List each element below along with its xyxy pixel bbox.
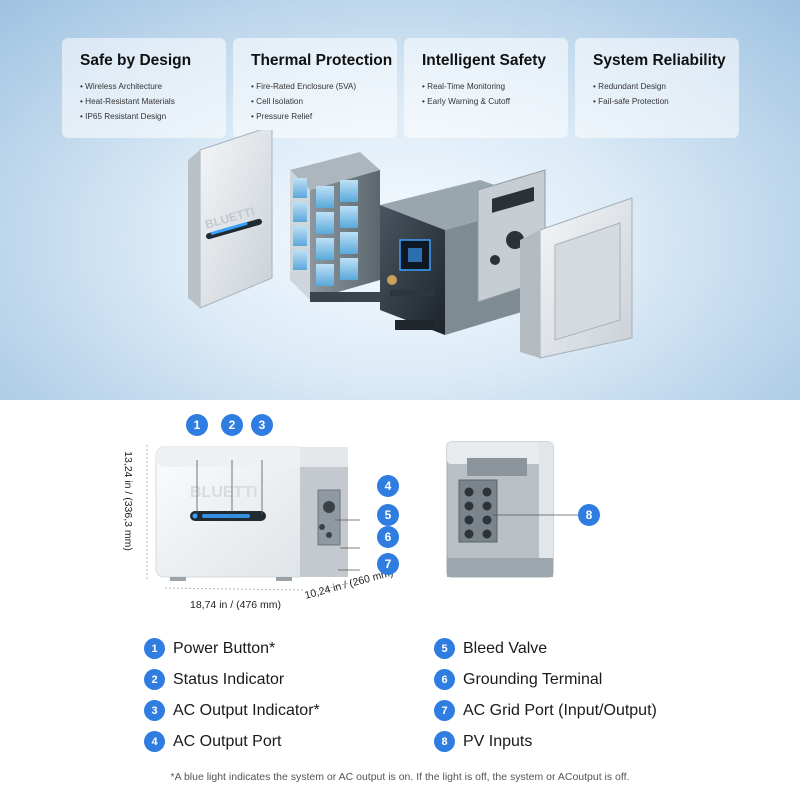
hero-section: Safe by Design Wireless Architecture Hea… bbox=[0, 0, 800, 400]
feature-card-title: System Reliability bbox=[593, 52, 726, 69]
legend-item-status-indicator: 2 Status Indicator bbox=[144, 669, 284, 690]
feature-card-safe-by-design: Safe by Design Wireless Architecture Hea… bbox=[62, 38, 226, 138]
front-panel: BLUETTI bbox=[188, 130, 273, 309]
feature-bullet: IP65 Resistant Design bbox=[80, 109, 210, 124]
legend-item-power-button: 1 Power Button* bbox=[144, 638, 275, 659]
legend-item-pv-inputs: 8 PV Inputs bbox=[434, 731, 532, 752]
feature-bullet: Redundant Design bbox=[593, 79, 723, 94]
legend-item-ac-grid-port: 7 AC Grid Port (Input/Output) bbox=[434, 700, 657, 721]
callout-7: 7 bbox=[377, 553, 399, 575]
feature-card-system-reliability: System Reliability Redundant Design Fail… bbox=[575, 38, 739, 138]
unit-rear-view bbox=[446, 441, 579, 578]
legend-label: Grounding Terminal bbox=[463, 670, 603, 688]
footnote: *A blue light indicates the system or AC… bbox=[170, 771, 630, 783]
specification-section: BLUETTI 13,24 in / (336,3 mm) 18,74 in /… bbox=[0, 400, 800, 800]
callout-1: 1 bbox=[186, 414, 208, 436]
feature-bullet: Real-Time Monitoring bbox=[422, 79, 552, 94]
legend-label: AC Output Indicator* bbox=[173, 701, 320, 719]
legend-label: AC Output Port bbox=[173, 732, 282, 750]
callout-8: 8 bbox=[578, 504, 600, 526]
legend-number: 6 bbox=[434, 669, 455, 690]
legend-item-grounding-terminal: 6 Grounding Terminal bbox=[434, 669, 602, 690]
legend-number: 2 bbox=[144, 669, 165, 690]
feature-bullet: Fire-Rated Enclosure (5VA) bbox=[251, 79, 381, 94]
dimension-width: 18,74 in / (476 mm) bbox=[190, 599, 282, 611]
callout-5: 5 bbox=[377, 504, 399, 526]
unit-front-view: BLUETTI bbox=[155, 446, 360, 581]
legend-item-ac-output-indicator: 3 AC Output Indicator* bbox=[144, 700, 320, 721]
dimension-height: 13,24 in / (336,3 mm) bbox=[121, 451, 134, 551]
rear-panel bbox=[520, 197, 633, 359]
logo-text: BLUETTI bbox=[190, 484, 258, 501]
feature-card-thermal-protection: Thermal Protection Fire-Rated Enclosure … bbox=[233, 38, 397, 138]
legend-number: 3 bbox=[144, 700, 165, 721]
legend-label: Bleed Valve bbox=[463, 639, 548, 657]
dimension-lines bbox=[146, 445, 361, 593]
feature-bullet: Wireless Architecture bbox=[80, 79, 210, 94]
feature-bullet: Pressure Relief bbox=[251, 109, 381, 124]
battery-cell-module bbox=[290, 152, 380, 302]
feature-card-title: Thermal Protection bbox=[251, 52, 393, 69]
feature-bullet: Cell Isolation bbox=[251, 94, 381, 109]
legend-label: AC Grid Port (Input/Output) bbox=[463, 701, 657, 719]
feature-bullet: Early Warning & Cutoff bbox=[422, 94, 552, 109]
feature-bullet: Heat-Resistant Materials bbox=[80, 94, 210, 109]
legend-label: Status Indicator bbox=[173, 670, 285, 688]
legend-item-bleed-valve: 5 Bleed Valve bbox=[434, 638, 547, 659]
feature-bullet: Fail-safe Protection bbox=[593, 94, 723, 109]
feature-card-title: Intelligent Safety bbox=[422, 52, 547, 69]
exploded-view-illustration: BLUETTI bbox=[188, 130, 633, 359]
feature-card-title: Safe by Design bbox=[80, 52, 192, 69]
legend-number: 7 bbox=[434, 700, 455, 721]
feature-card-intelligent-safety: Intelligent Safety Real-Time Monitoring … bbox=[404, 38, 568, 138]
legend-label: Power Button* bbox=[173, 639, 276, 657]
callout-3: 3 bbox=[251, 414, 273, 436]
callout-2: 2 bbox=[221, 414, 243, 436]
legend-number: 4 bbox=[144, 731, 165, 752]
legend-item-ac-output-port: 4 AC Output Port bbox=[144, 731, 282, 752]
legend-number: 8 bbox=[434, 731, 455, 752]
legend-number: 1 bbox=[144, 638, 165, 659]
callout-6: 6 bbox=[377, 526, 399, 548]
callout-4: 4 bbox=[377, 475, 399, 497]
legend-label: PV Inputs bbox=[463, 732, 533, 750]
legend-number: 5 bbox=[434, 638, 455, 659]
